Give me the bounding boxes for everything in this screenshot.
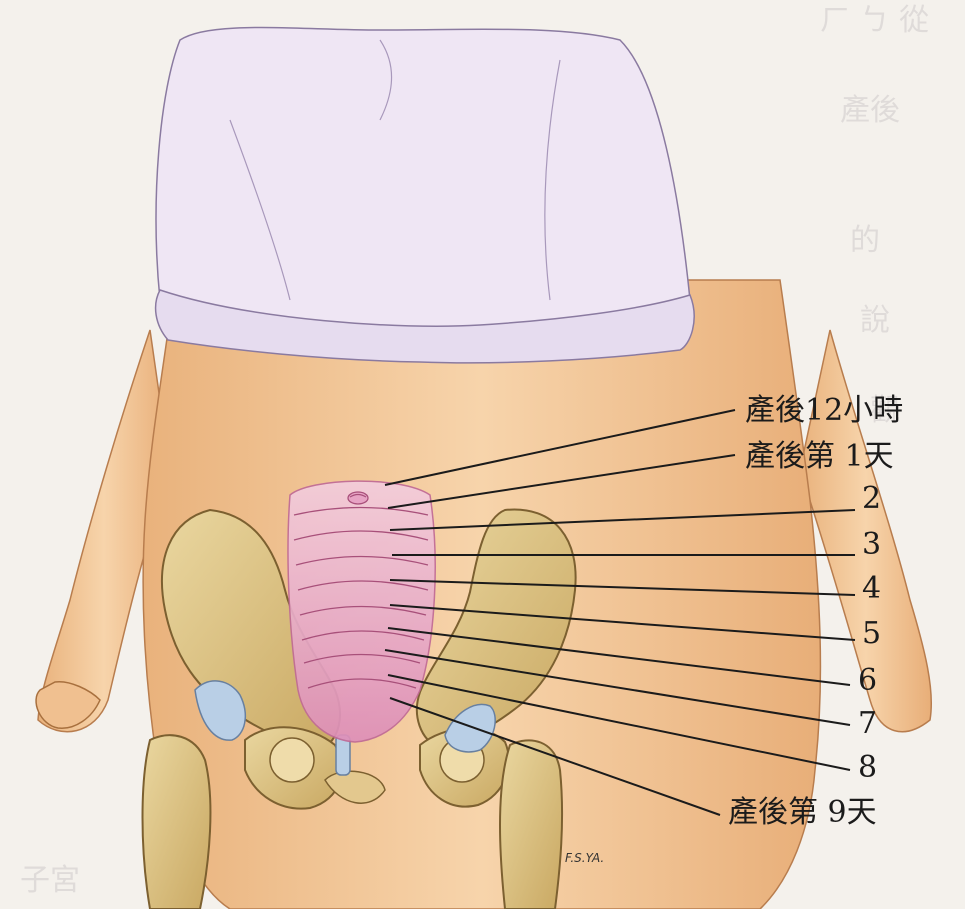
left-hand — [35, 681, 101, 729]
left-arm — [35, 329, 171, 733]
background-bleed-text: ㄏ ㄅ 從 產後 的 說 觀 子宮 — [20, 3, 929, 898]
label-day-8: 8 — [858, 750, 877, 785]
leader-line-8 — [387, 674, 851, 771]
label-day-9: 產後第 9天 — [728, 795, 877, 830]
left-hip-cartilage — [194, 680, 247, 741]
label-day-7: 7 — [858, 706, 877, 741]
leader-line-day1 — [387, 454, 736, 509]
artist-signature: F.S.YA. — [565, 851, 604, 865]
leader-line-6 — [387, 627, 851, 686]
svg-text:產後: 產後 — [840, 93, 900, 128]
label-day-3: 3 — [862, 527, 881, 562]
svg-text:子宮: 子宮 — [20, 863, 80, 898]
label-day-1: 產後第 1天 — [745, 439, 894, 474]
leader-line-4 — [389, 579, 856, 596]
pelvis — [141, 508, 577, 909]
shirt — [154, 26, 695, 364]
label-day-2: 2 — [862, 481, 881, 516]
label-day-6: 6 — [858, 663, 877, 698]
uterus-contour-lines — [293, 506, 429, 689]
leader-line-5 — [389, 604, 856, 641]
label-day-4: 4 — [862, 571, 881, 606]
label-day-5: 5 — [862, 616, 881, 651]
leader-lines — [384, 409, 856, 816]
leader-line-12h — [384, 409, 736, 486]
leader-line-day9 — [389, 697, 721, 816]
left-femur — [141, 734, 212, 909]
leader-line-7 — [384, 649, 851, 726]
svg-text:ㄏ ㄅ 從: ㄏ ㄅ 從 — [820, 3, 929, 38]
right-hip-cartilage — [444, 703, 496, 753]
svg-text:觀: 觀 — [870, 393, 900, 428]
right-femur — [499, 739, 564, 909]
navel-icon — [347, 491, 369, 505]
label-12-hours: 產後12小時 — [745, 393, 903, 428]
stage-labels: 產後12小時 產後第 1天 2 3 4 5 6 7 8 產後第 9天 — [728, 393, 903, 830]
svg-text:的: 的 — [850, 223, 880, 258]
svg-text:說: 說 — [860, 303, 890, 338]
leader-line-2 — [389, 509, 856, 531]
